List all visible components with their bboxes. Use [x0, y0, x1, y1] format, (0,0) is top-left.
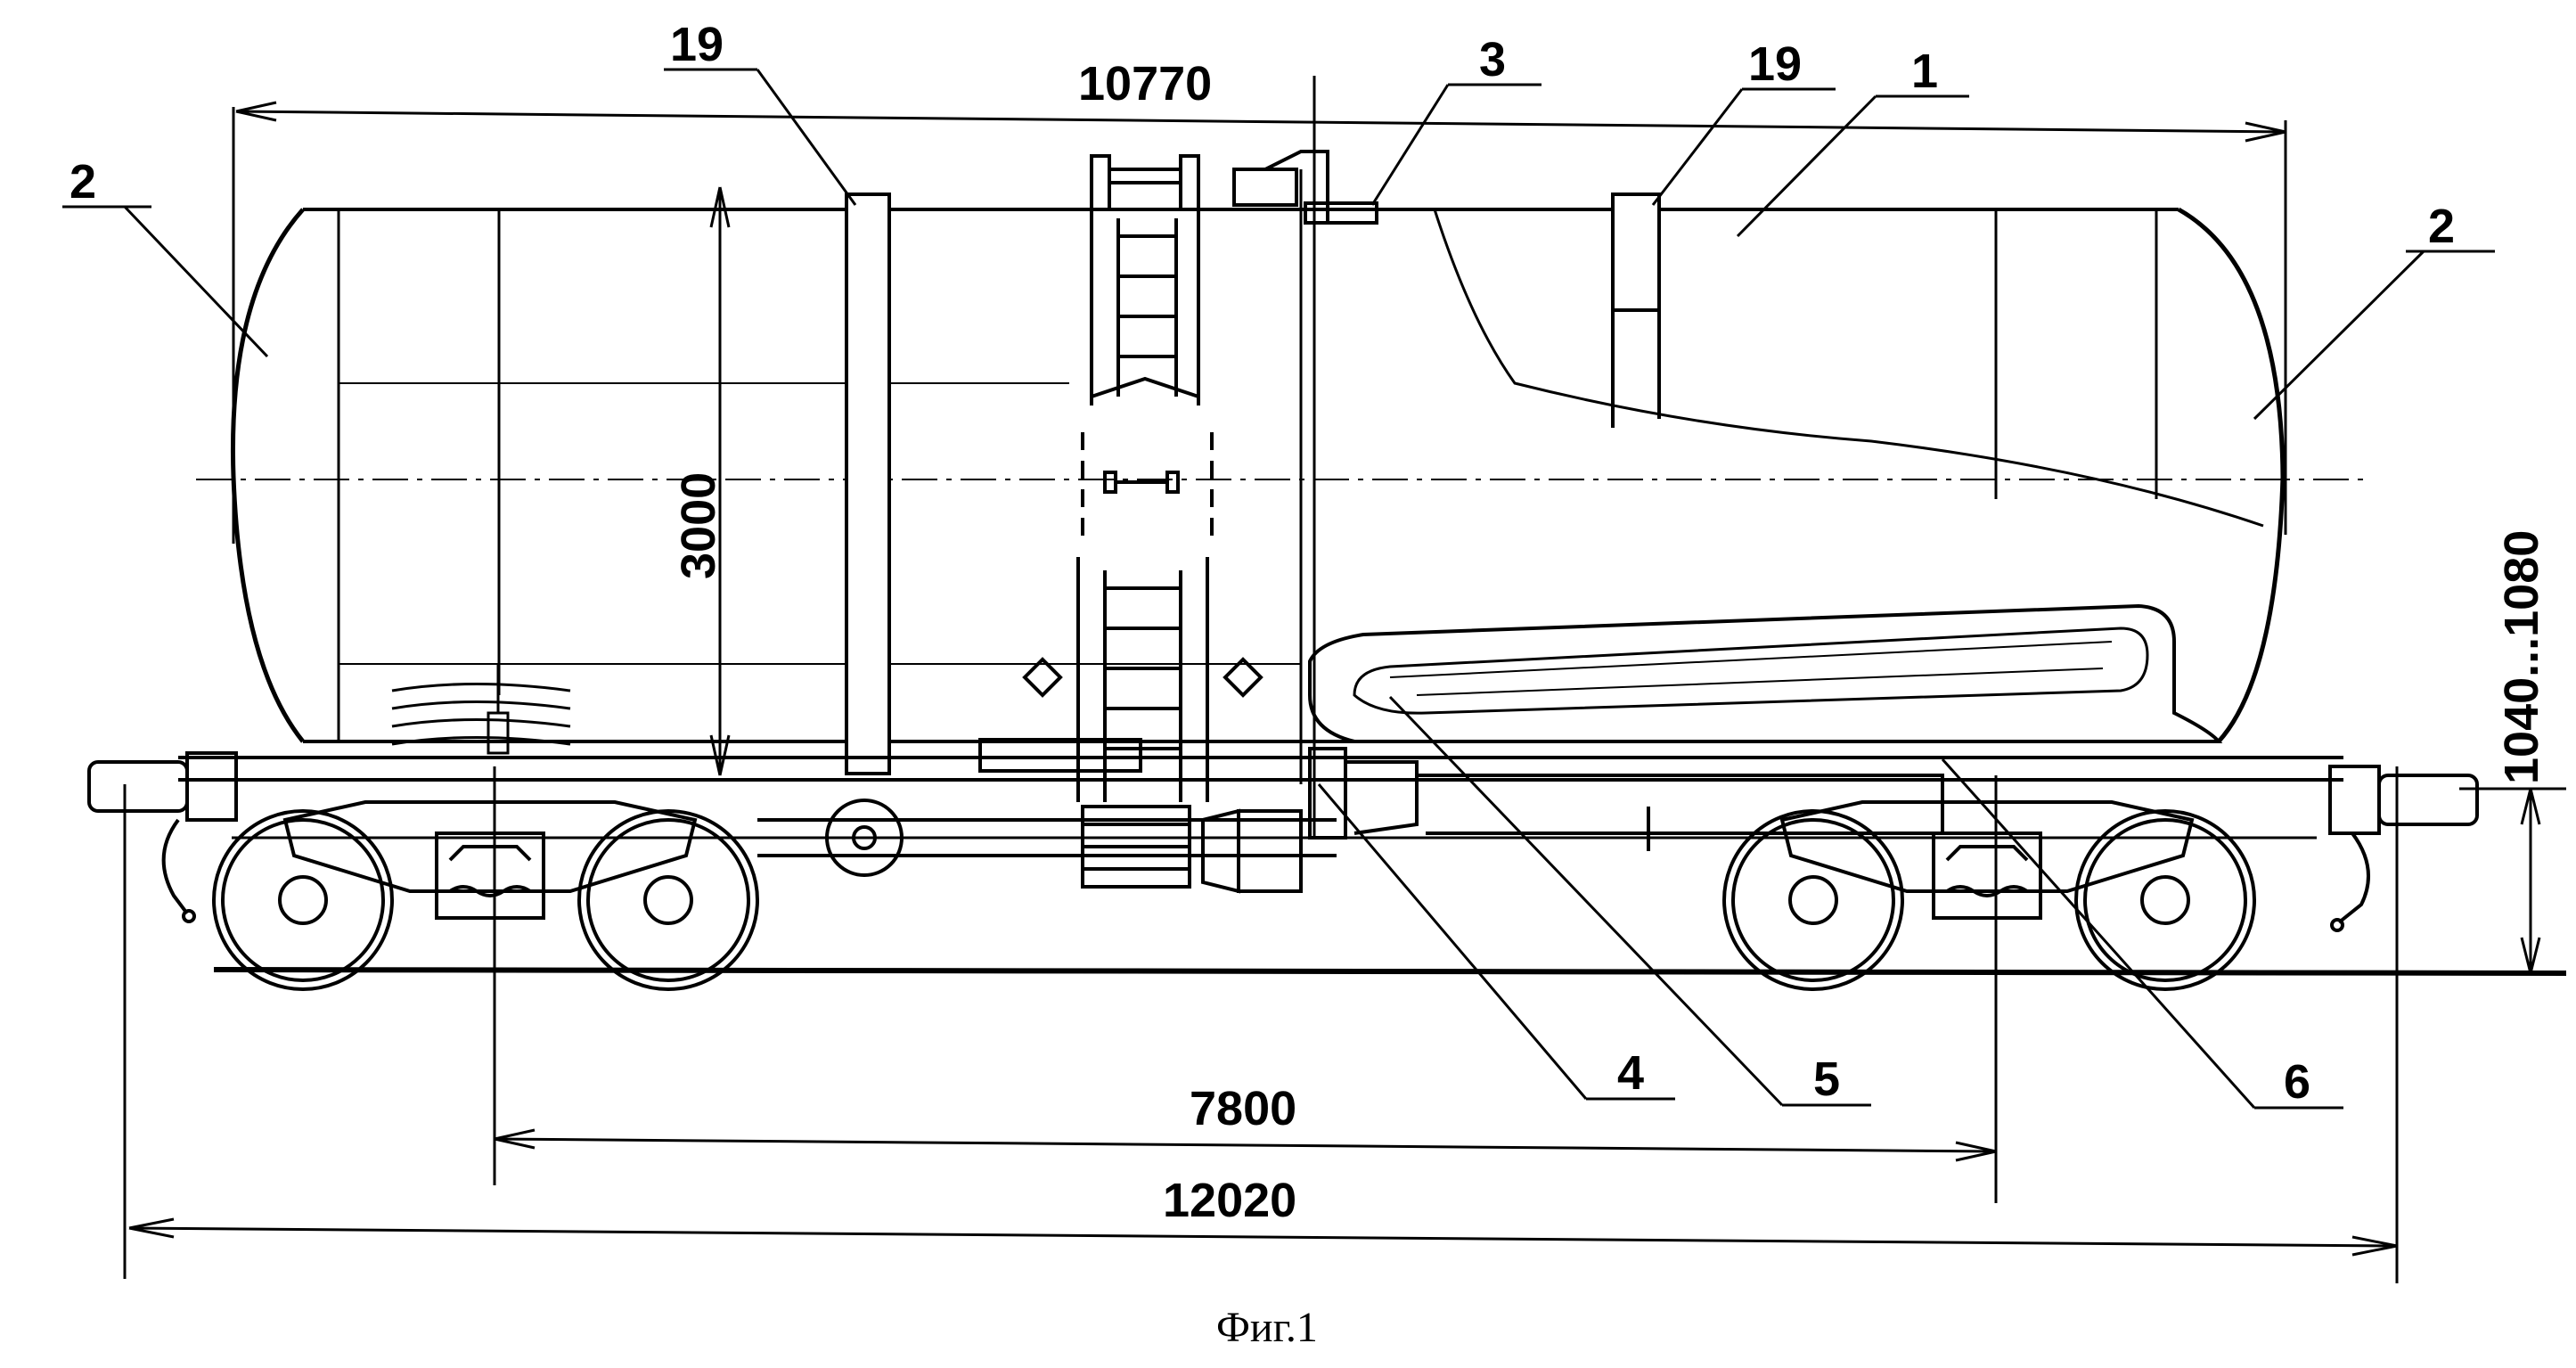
- dimension-lines: [125, 102, 2566, 1283]
- callout-4: 4: [1617, 1046, 1644, 1100]
- figure-caption: Фиг.1: [1216, 1304, 1318, 1351]
- rail: [214, 970, 2566, 973]
- callout-3: 3: [1479, 33, 1506, 86]
- callout-19-left: 19: [670, 18, 724, 71]
- callout-2-right: 2: [2428, 200, 2455, 253]
- dimension-overall-tank-length: 10770: [1078, 57, 1212, 111]
- underframe: [178, 740, 2343, 891]
- dimension-coupler-height: 1040...1080: [2495, 530, 2548, 784]
- tank-band-left: [846, 194, 889, 774]
- bogie-left: [214, 802, 757, 989]
- dome-and-ladder: [1025, 76, 1377, 838]
- callout-2-left: 2: [70, 155, 96, 209]
- bogie-right: [1724, 802, 2254, 989]
- tank-band-right: [1613, 194, 1659, 428]
- callout-19-right: 19: [1748, 37, 1802, 91]
- coupler-right: [2330, 766, 2477, 930]
- dimension-bogie-base: 7800: [1190, 1082, 1296, 1135]
- dimension-overall-length: 12020: [1163, 1174, 1296, 1227]
- callout-1: 1: [1911, 45, 1938, 98]
- callout-5: 5: [1813, 1053, 1840, 1106]
- leader-lines: [62, 70, 2495, 1108]
- tank-boiler: [196, 209, 2370, 741]
- dimension-tank-diameter: 3000: [672, 472, 725, 579]
- callout-6: 6: [2284, 1055, 2310, 1109]
